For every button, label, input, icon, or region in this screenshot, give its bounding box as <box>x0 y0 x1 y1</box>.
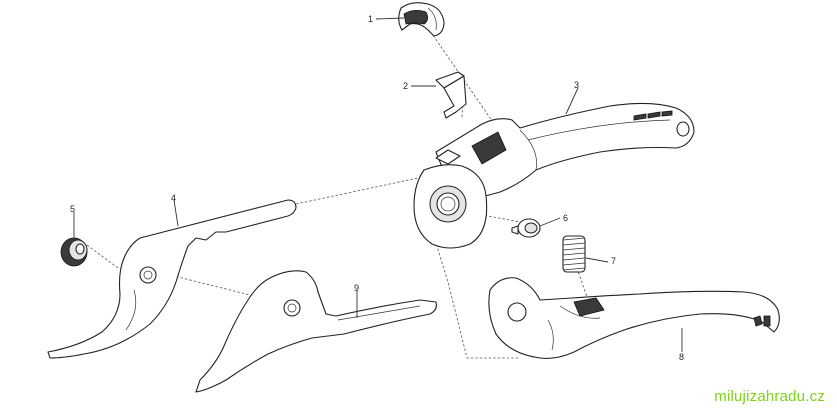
callout-9: 9 <box>354 283 359 293</box>
callout-2: 2 <box>403 81 408 91</box>
callout-7: 7 <box>611 256 616 266</box>
part-2-lock-slider <box>435 71 467 119</box>
part-8-lower-handle <box>488 277 780 359</box>
part-4-upper-blade <box>47 199 297 359</box>
callout-3: 3 <box>574 80 579 90</box>
part-1-cap <box>398 2 445 37</box>
callout-6: 6 <box>563 213 568 223</box>
callout-labels: 1 2 3 4 5 6 7 8 9 <box>70 14 684 362</box>
part-9-lower-blade <box>195 270 437 393</box>
pivot-sleeve <box>413 149 488 249</box>
site-watermark: milujizahradu.cz <box>714 388 825 405</box>
part-3-upper-handle <box>435 102 695 199</box>
leader-lines <box>73 17 683 352</box>
part-5-nut <box>60 237 88 267</box>
callout-8: 8 <box>679 352 684 362</box>
callout-4: 4 <box>171 193 176 203</box>
callout-1: 1 <box>368 14 373 24</box>
part-6-screw <box>511 218 541 238</box>
callout-5: 5 <box>70 204 75 214</box>
part-7-spring <box>562 235 586 273</box>
